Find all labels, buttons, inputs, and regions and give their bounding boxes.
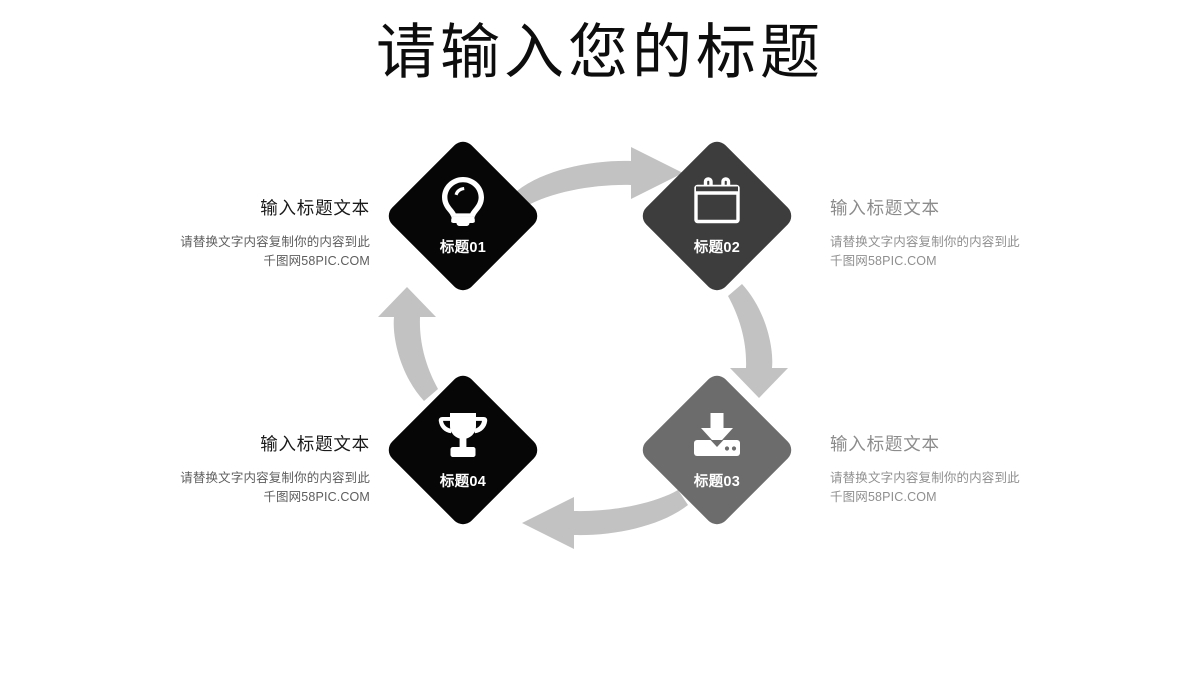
- text-block-3-body: 请替换文字内容复制你的内容到此 千图网58PIC.COM: [110, 469, 370, 507]
- text-block-1: 输入标题文本 请替换文字内容复制你的内容到此 千图网58PIC.COM: [110, 196, 370, 271]
- node-4-content: 标题04: [407, 375, 519, 525]
- text-block-1-body: 请替换文字内容复制你的内容到此 千图网58PIC.COM: [110, 233, 370, 271]
- node-1-label: 标题01: [439, 240, 487, 256]
- page-title: 请输入您的标题: [376, 20, 824, 86]
- node-2-content: 标题02: [661, 141, 773, 291]
- node-4-label: 标题04: [439, 474, 487, 490]
- lightbulb-icon: [436, 175, 490, 227]
- node-3-content: 标题03: [661, 375, 773, 525]
- text-block-2-body-line-1: 请替换文字内容复制你的内容到此: [830, 235, 1020, 249]
- text-block-1-heading: 输入标题文本: [260, 198, 370, 218]
- node-1-content: 标题01: [407, 141, 519, 291]
- text-block-3-heading: 输入标题文本: [260, 434, 370, 454]
- trophy-icon: [436, 409, 490, 461]
- cycle-diagram: 标题01 标题02: [370, 136, 830, 560]
- text-block-3-body-line-2: 千图网58PIC.COM: [263, 490, 370, 504]
- node-1-lightbulb[interactable]: 标题01: [383, 136, 543, 296]
- calendar-icon: [690, 175, 744, 227]
- text-block-4-heading: 输入标题文本: [830, 434, 940, 454]
- node-2-calendar[interactable]: 标题02: [637, 136, 797, 296]
- text-block-1-body-line-1: 请替换文字内容复制你的内容到此: [180, 235, 370, 249]
- text-block-4: 输入标题文本 请替换文字内容复制你的内容到此 千图网58PIC.COM: [830, 432, 1090, 507]
- text-block-3: 输入标题文本 请替换文字内容复制你的内容到此 千图网58PIC.COM: [110, 432, 370, 507]
- text-block-2: 输入标题文本 请替换文字内容复制你的内容到此 千图网58PIC.COM: [830, 196, 1090, 271]
- text-block-2-body: 请替换文字内容复制你的内容到此 千图网58PIC.COM: [830, 233, 1090, 271]
- text-block-2-heading: 输入标题文本: [830, 198, 940, 218]
- text-block-1-body-line-2: 千图网58PIC.COM: [263, 254, 370, 268]
- text-block-2-body-line-2: 千图网58PIC.COM: [830, 254, 937, 268]
- node-2-label: 标题02: [693, 240, 741, 256]
- text-block-4-body-line-1: 请替换文字内容复制你的内容到此: [830, 471, 1020, 485]
- text-block-4-body: 请替换文字内容复制你的内容到此 千图网58PIC.COM: [830, 469, 1090, 507]
- node-3-label: 标题03: [693, 474, 741, 490]
- node-4-trophy[interactable]: 标题04: [383, 370, 543, 530]
- text-block-4-body-line-2: 千图网58PIC.COM: [830, 490, 937, 504]
- download-icon: [690, 409, 744, 461]
- node-3-download[interactable]: 标题03: [637, 370, 797, 530]
- text-block-3-body-line-1: 请替换文字内容复制你的内容到此: [180, 471, 370, 485]
